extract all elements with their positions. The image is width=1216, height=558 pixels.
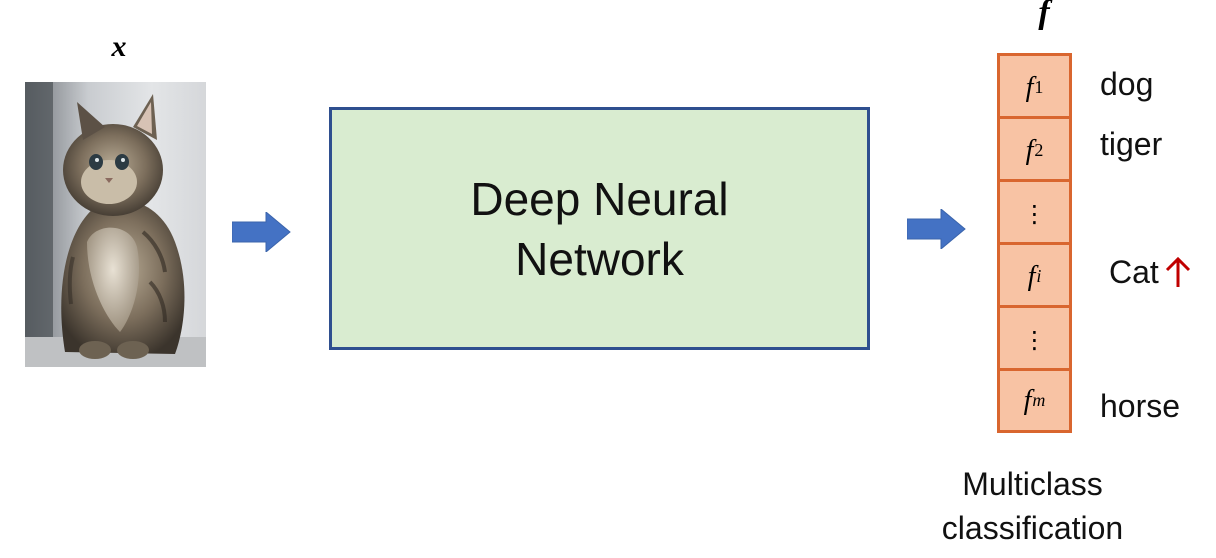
right-arrow-icon (907, 209, 966, 249)
cell-divider (1000, 179, 1069, 182)
class-label-tiger: tiger (1100, 126, 1163, 162)
class-label-cat: Cat (1109, 254, 1159, 290)
cell-divider (1000, 116, 1069, 119)
kitten-image (25, 82, 206, 367)
input-label-x: x (111, 30, 127, 63)
network-label: Deep Neural Network (470, 172, 729, 285)
up-arrow-icon (1165, 256, 1191, 287)
vector-cell-ellipsis: ⋮ (1022, 325, 1047, 354)
vector-cell-ellipsis: ⋮ (1022, 199, 1047, 228)
class-label-dog: dog (1100, 66, 1154, 102)
cell-divider (1000, 368, 1069, 371)
cell-divider (1000, 305, 1069, 308)
output-label-f: f (1038, 0, 1050, 31)
cell-divider (1000, 242, 1069, 245)
right-arrow-icon (232, 212, 291, 252)
deep-neural-network-box: Deep Neural Network (329, 107, 870, 350)
caption: Multiclass classification (941, 466, 1124, 546)
class-label-horse: horse (1100, 388, 1181, 424)
